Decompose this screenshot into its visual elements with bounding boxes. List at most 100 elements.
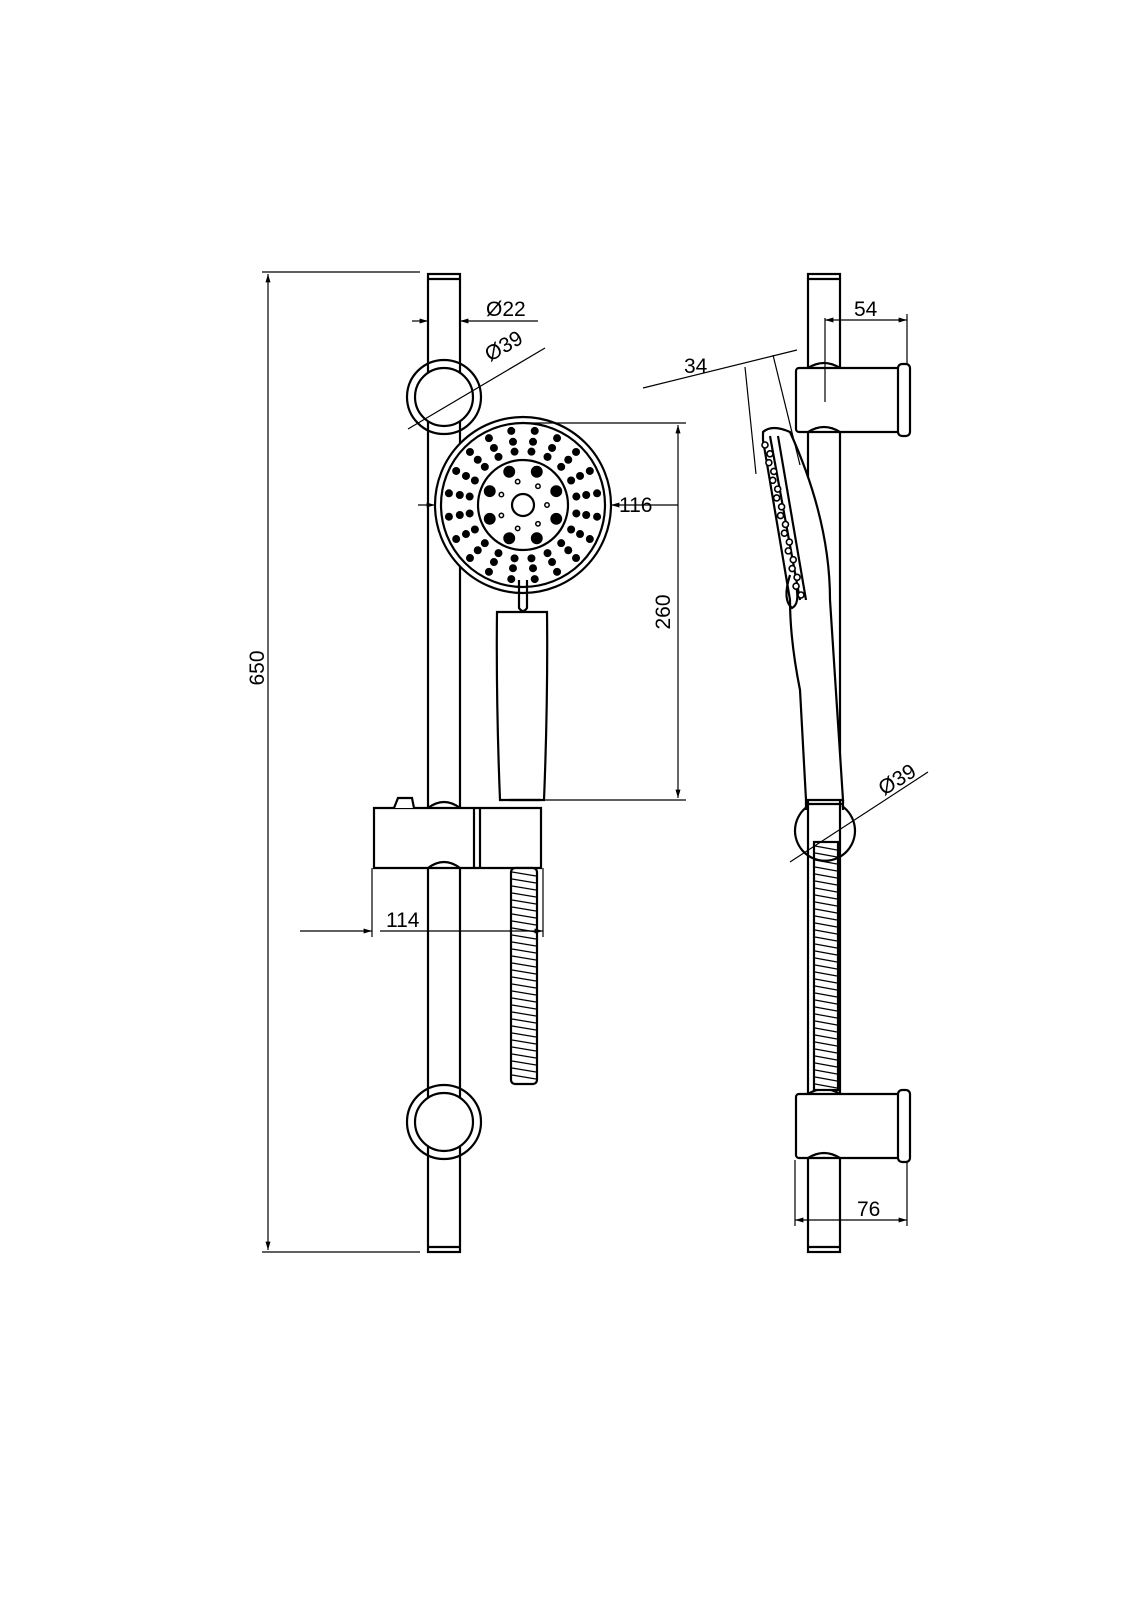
side-bottom-bracket (794, 1087, 912, 1164)
dim-label-bracket-diameter: Ø39 (481, 327, 527, 367)
nozzle-dot (761, 441, 769, 449)
nozzle-dot (530, 532, 543, 545)
nozzle-dot (473, 455, 482, 464)
nozzle-dot (503, 532, 516, 545)
hose-coil (511, 990, 537, 996)
nozzle-dot (544, 502, 550, 508)
hose-coil (814, 1027, 838, 1033)
bottom-bracket-ring (405, 1083, 483, 1161)
nozzle-dot (785, 538, 794, 546)
hose-coil (511, 976, 537, 982)
nozzle-dot (465, 554, 474, 563)
nozzle-dot (773, 485, 782, 493)
nozzle-dot (530, 426, 539, 435)
front-rail (426, 272, 462, 1254)
nozzle-dot (465, 509, 474, 518)
hose-coil (511, 1060, 537, 1066)
dim-260: 260 (528, 422, 686, 801)
nozzle-dot (514, 478, 521, 485)
dim-rail-diameter: Ø22 (412, 298, 538, 324)
nozzle-dot (452, 466, 461, 475)
hose-coil (511, 892, 537, 898)
nozzle-dot (557, 462, 566, 471)
nozzle-dot (564, 455, 573, 464)
hose-coil (511, 878, 537, 884)
nozzle-dot (770, 467, 778, 476)
nozzle-dot (494, 452, 503, 461)
nozzle-dot (510, 554, 519, 563)
hose-coil (814, 1062, 838, 1068)
nozzle-dot (793, 573, 801, 582)
hose-coil (511, 962, 537, 968)
hose-coil (511, 948, 537, 954)
hose-coil (814, 1076, 838, 1082)
hose-coil (511, 920, 537, 926)
nozzle-dot (765, 458, 773, 467)
dim-54: 54 (824, 298, 908, 402)
nozzle-dot (585, 466, 594, 475)
side-top-bracket (794, 361, 912, 438)
nozzle-dot (529, 564, 538, 573)
hose-coil (511, 871, 537, 877)
hose-coil (814, 1020, 838, 1026)
nozzle-dot (777, 502, 786, 511)
nozzle-dot (582, 511, 591, 520)
hose-coil (814, 936, 838, 942)
nozzle-dot (498, 491, 505, 498)
hose-coil (814, 1034, 838, 1040)
nozzle-dot (582, 490, 591, 499)
hose-coil (814, 1055, 838, 1061)
handset-handle (495, 610, 549, 802)
nozzle-dot (585, 535, 594, 544)
dim-76: 76 (794, 1160, 908, 1226)
hose-coil (814, 908, 838, 914)
hose-coil (814, 915, 838, 921)
hose-coil (511, 997, 537, 1003)
nozzle-dot (548, 443, 557, 452)
hose-coil (814, 922, 838, 928)
nozzle-dot (508, 564, 517, 573)
nozzle-dot (557, 539, 566, 548)
front-view: 650 Ø22 Ø39 116 260 114 (246, 271, 686, 1254)
nozzle-dot (564, 546, 573, 555)
nozzle-dot (784, 547, 793, 555)
nozzle-dot (507, 426, 516, 435)
nozzle-dot (527, 554, 536, 563)
slider-holder (372, 796, 543, 870)
nozzle-dot (788, 564, 796, 573)
nozzle-dot (461, 471, 470, 480)
nozzle-dot (484, 434, 493, 443)
hose-front (509, 866, 539, 1086)
nozzle-dot (514, 525, 521, 532)
nozzle-dot (548, 558, 557, 567)
hose-coil (511, 955, 537, 961)
hose-coil (511, 983, 537, 989)
nozzle-dot (572, 554, 581, 563)
hose-coil (814, 1083, 838, 1089)
hose-coil (511, 1004, 537, 1010)
nozzle-dot (455, 490, 464, 499)
hose-coil (814, 957, 838, 963)
hose-coil (814, 999, 838, 1005)
nozzle-dot (553, 434, 562, 443)
hose-coil (814, 1013, 838, 1019)
hose-coil (511, 899, 537, 905)
nozzle-dot (465, 492, 474, 501)
nozzle-dot (465, 447, 474, 456)
nozzle-dot (489, 558, 498, 567)
nozzle-dot (772, 494, 781, 502)
hose-coil (814, 1006, 838, 1012)
hose-coil (814, 852, 838, 858)
hose-coil (814, 1048, 838, 1054)
nozzle-dot (480, 462, 489, 471)
dim-label-54: 54 (854, 298, 878, 321)
dim-label-260: 260 (652, 594, 675, 629)
nozzle-dot (776, 511, 785, 520)
hose-coil (814, 887, 838, 893)
dim-650: 650 (246, 271, 420, 1253)
dim-label-650: 650 (246, 650, 269, 685)
nozzle-dot (507, 575, 516, 584)
dim-label-rail-diameter: Ø22 (486, 298, 526, 321)
dim-label-76: 76 (857, 1198, 880, 1221)
nozzle-dot (768, 476, 777, 485)
